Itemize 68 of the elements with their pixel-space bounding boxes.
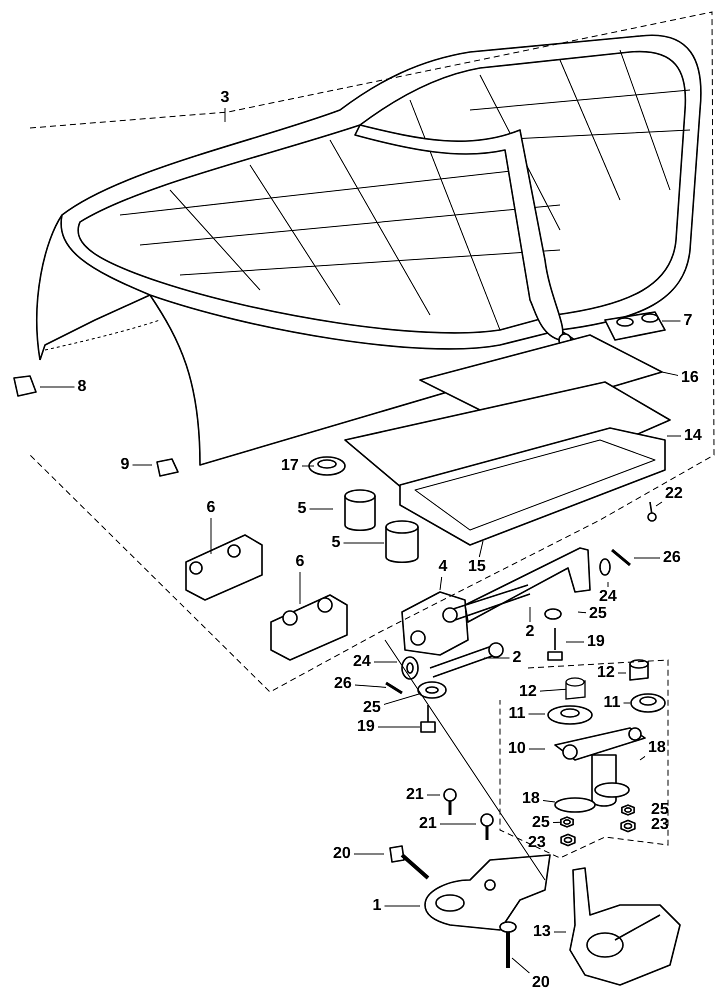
leader-line	[384, 694, 420, 705]
leader-line	[618, 672, 626, 674]
callout-number: 11	[602, 694, 622, 712]
callout-number: 2	[524, 623, 536, 641]
callout-number: 1	[372, 897, 382, 915]
callout-number: 18	[521, 790, 541, 808]
callout-number: 3	[220, 89, 230, 107]
callout-number: 21	[405, 786, 425, 804]
leader-line	[662, 320, 681, 322]
callout-number: 6	[294, 553, 306, 571]
leader-line	[552, 822, 562, 824]
callout-number: 23	[650, 816, 670, 834]
callout-number: 13	[532, 923, 552, 941]
callout-number: 6	[206, 499, 216, 517]
callout-number: 24	[598, 588, 618, 606]
leader-line	[426, 794, 440, 796]
callout-number: 22	[664, 485, 684, 503]
callout-number: 17	[280, 457, 300, 475]
callout-number: 8	[76, 378, 88, 396]
leader-line	[662, 372, 678, 376]
callout-number: 15	[467, 558, 487, 576]
callout-number: 20	[332, 845, 352, 863]
leader-line	[512, 958, 530, 974]
callout-number: 7	[682, 312, 694, 330]
callout-number: 12	[518, 683, 538, 701]
leader-line	[378, 726, 420, 728]
callout-number: 26	[662, 549, 682, 567]
callout-number: 19	[356, 718, 376, 736]
callout-number: 14	[683, 427, 703, 445]
leader-line	[578, 612, 586, 614]
leader-line	[440, 576, 442, 590]
callout-number: 4	[438, 558, 448, 576]
pin-drawing	[385, 682, 403, 694]
callout-number: 26	[333, 675, 353, 693]
callout-number: 24	[352, 653, 372, 671]
leader-line	[354, 684, 386, 688]
leader-line	[132, 464, 152, 466]
nut-drawing	[560, 816, 574, 828]
leader-line	[656, 502, 662, 506]
leader-line	[210, 518, 212, 554]
callout-number: 25	[362, 699, 382, 717]
callout-number: 21	[418, 815, 438, 833]
leader-line	[528, 748, 546, 750]
callout-number: 20	[531, 974, 551, 992]
callout-number: 23	[527, 834, 547, 852]
callout-number: 18	[647, 739, 667, 757]
bushing-drawing	[565, 677, 586, 700]
callout-number: 25	[650, 801, 670, 818]
callout-number: 16	[680, 369, 700, 387]
leader-line	[343, 542, 384, 544]
callout-number: 10	[507, 740, 527, 758]
callout-number: 5	[330, 534, 342, 552]
leader-line	[542, 800, 556, 802]
leader-line	[478, 540, 484, 558]
leader-line	[640, 756, 646, 760]
leader-line	[40, 386, 75, 388]
callout-number: 11	[508, 705, 526, 723]
callout-number: 25	[588, 605, 608, 623]
callout-number: 25	[531, 814, 551, 832]
callout-number: 9	[120, 456, 130, 474]
callout-number: 2	[512, 649, 522, 667]
callout-number: 12	[596, 664, 616, 682]
callout-number: 19	[586, 633, 606, 651]
callout-number: 5	[296, 500, 308, 518]
leader-line	[623, 702, 630, 704]
leader-line	[224, 108, 226, 122]
leader-line	[309, 508, 334, 510]
leader-line	[540, 688, 566, 692]
